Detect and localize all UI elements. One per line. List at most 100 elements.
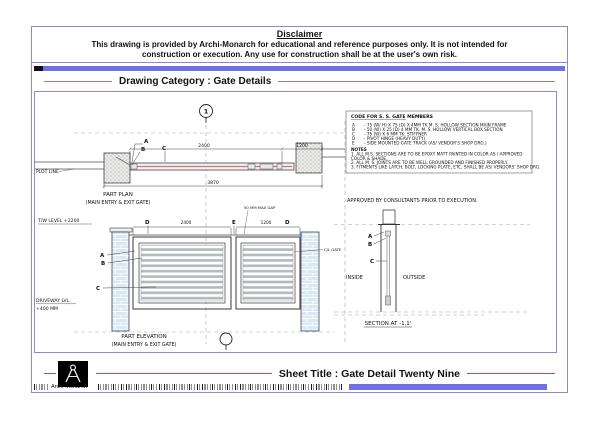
plan-left-pillar xyxy=(103,152,131,184)
plot-line-leader xyxy=(58,168,75,172)
section-marker-top: 1 xyxy=(199,104,213,123)
approval-note: APPROVED BY CONSULTANTS PRIOR TO EXECUTI… xyxy=(347,198,478,204)
barcode-segment xyxy=(34,384,49,390)
section-cap-block xyxy=(382,209,396,225)
note-line-2: COLOR & SHADE. xyxy=(351,156,387,161)
section-label-c: C xyxy=(370,259,374,265)
top-accent-bar xyxy=(34,66,565,71)
dashed-reference-lines xyxy=(74,118,530,344)
bottom-accent-bar xyxy=(349,384,547,390)
section-caption: SECTION AT -1,1' xyxy=(365,321,412,327)
note-line-1: 1. ALL M.S. SECTIONS ARE TO BE EPOXY MAT… xyxy=(351,152,522,157)
outside-label: OUTSIDE xyxy=(403,275,425,281)
code-notes-box: CODE FOR S. S. GATE MEMBERS A - 75 (W/ H… xyxy=(345,110,541,174)
elev-label-d: D xyxy=(145,220,150,226)
plan-leaf-details xyxy=(130,163,283,170)
section-label-b: B xyxy=(368,242,372,248)
title-rule-right xyxy=(467,373,555,374)
tw-level-label: T/W LEVEL +2200 xyxy=(37,218,79,224)
category-rule-right xyxy=(278,81,555,82)
plan-wall-lines xyxy=(35,148,345,170)
disclaimer-line2: construction or execution. Any use for c… xyxy=(142,50,457,59)
gate-leaf-right xyxy=(235,236,301,310)
note-line-4: 3. FITMENTS LIKE LATCH, BOLT, LOCKING PL… xyxy=(351,164,541,169)
plan-right-pillar xyxy=(295,142,323,174)
section-marker-elevation xyxy=(219,332,233,350)
plan-dim-right: 1200 xyxy=(296,143,308,149)
gap-note: 50 MM MAX GAP xyxy=(244,205,276,210)
code-text-d: - PIVOT HINGE (HEAVY DUTY) xyxy=(364,136,425,141)
sheet-title-label: Sheet Title : Gate Detail Twenty Nine xyxy=(278,367,460,380)
note-line-3: 2. ALL M. S. JOINTS ARE TO BE WELL GROUN… xyxy=(351,160,508,165)
plot-line-label: PLOT LINE xyxy=(36,169,59,175)
cl-gate-leader xyxy=(293,249,324,253)
drawing-canvas: 1 xyxy=(34,91,557,353)
elev-label-c: C xyxy=(96,286,100,292)
inside-label: INSIDE xyxy=(346,275,363,281)
gap-note-leader xyxy=(243,210,249,235)
disclaimer-box: Disclaimer This drawing is provided by A… xyxy=(32,27,567,63)
plan-dimension-lines xyxy=(102,145,324,189)
drawing-category-row: Drawing Category : Gate Details xyxy=(34,73,565,90)
elev-label-a: A xyxy=(100,253,105,259)
title-rule-dash xyxy=(44,373,56,374)
section-posts xyxy=(380,225,397,312)
elev-dimension-lines xyxy=(132,225,301,235)
drawing-category-label: Drawing Category : Gate Details xyxy=(119,76,272,87)
part-elevation: T/W LEVEL +2200 D 2400 E 1200 D xyxy=(36,205,342,350)
disclaimer-title: Disclaimer xyxy=(276,29,323,39)
archi-monarch-logo xyxy=(58,361,88,387)
barcode-strip: Archi-Monarch xyxy=(34,383,565,391)
section-label-leaders xyxy=(373,231,387,262)
part-plan: 2400 1200 3870 A B C PLOT LINE PART PLAN… xyxy=(35,139,345,206)
marker-number: 1 xyxy=(204,108,209,116)
cl-gate-note: C/L GATE xyxy=(324,247,342,252)
elev-label-e: E xyxy=(232,220,236,226)
sheet-title-row: Sheet Title : Gate Detail Twenty Nine xyxy=(34,364,565,383)
left-pillar-cap xyxy=(109,227,133,233)
code-text-b: - 50 (W) X 25 (D) 4 MM TK. M. S. HOLLOW … xyxy=(364,127,503,132)
elevation-caption-line2: (MAIN ENTRY & EXIT GATE) xyxy=(112,342,177,348)
elev-dim-right: 1200 xyxy=(261,220,272,225)
code-box-title: CODE FOR S. S. GATE MEMBERS xyxy=(351,114,433,120)
plan-dim-left: 2400 xyxy=(198,143,210,149)
code-key-b: B xyxy=(352,127,355,132)
binder-mark xyxy=(34,66,43,71)
barcode-segment xyxy=(98,384,342,390)
plan-label-a: A xyxy=(144,139,149,145)
category-rule-left xyxy=(44,81,112,82)
code-key-c: C xyxy=(352,132,355,137)
section-label-a: A xyxy=(368,234,373,240)
plan-label-leaders xyxy=(131,143,166,166)
driveway-label-2: +400 MM xyxy=(36,306,58,312)
code-key-e: E xyxy=(352,141,355,146)
plan-label-b: B xyxy=(141,147,145,153)
elevation-caption-line1: PART ELEVATION xyxy=(121,334,166,340)
elev-label-b: B xyxy=(101,261,105,267)
code-key-d: D xyxy=(352,136,355,141)
code-text-e: - SIDE MOUNTED GATE TRACK (AS/ VENDOR'S … xyxy=(364,141,487,146)
gate-leaf-left xyxy=(132,236,232,310)
plan-label-c: C xyxy=(162,146,166,152)
code-key-a: A xyxy=(352,123,355,128)
code-box-border xyxy=(345,110,533,174)
plan-caption-line1: PART PLAN xyxy=(103,192,133,198)
code-text-c: - 75 (W) X 6 MM TK. STIFFNER xyxy=(364,132,427,137)
compass-icon xyxy=(65,364,81,383)
disclaimer-line1: This drawing is provided by Archi-Monarc… xyxy=(91,40,508,49)
notes-title: NOTES xyxy=(351,147,367,152)
section-view: A B C INSIDE OUTSIDE SECTION AT -1,1' xyxy=(346,209,425,328)
plan-pivot-line xyxy=(115,156,131,166)
plan-caption-line2: (MAIN ENTRY & EXIT GATE) xyxy=(86,200,151,206)
elev-label-d2: D xyxy=(285,220,290,226)
code-text-a: - 75 (W/ H) X 75 (D) X 4MM TK M. S. HOLL… xyxy=(364,123,507,128)
driveway-label-1: DRIVEWAY LVL. xyxy=(36,298,71,304)
elev-dim-left: 2400 xyxy=(181,220,192,225)
elevation-left-pillar xyxy=(111,231,130,332)
elev-label-leaders xyxy=(102,250,157,289)
section-gate-member xyxy=(385,230,391,306)
plan-dim-total: 3870 xyxy=(207,180,219,186)
brand-label: Archi-Monarch xyxy=(51,384,87,390)
elevation-right-pillar xyxy=(300,231,320,332)
